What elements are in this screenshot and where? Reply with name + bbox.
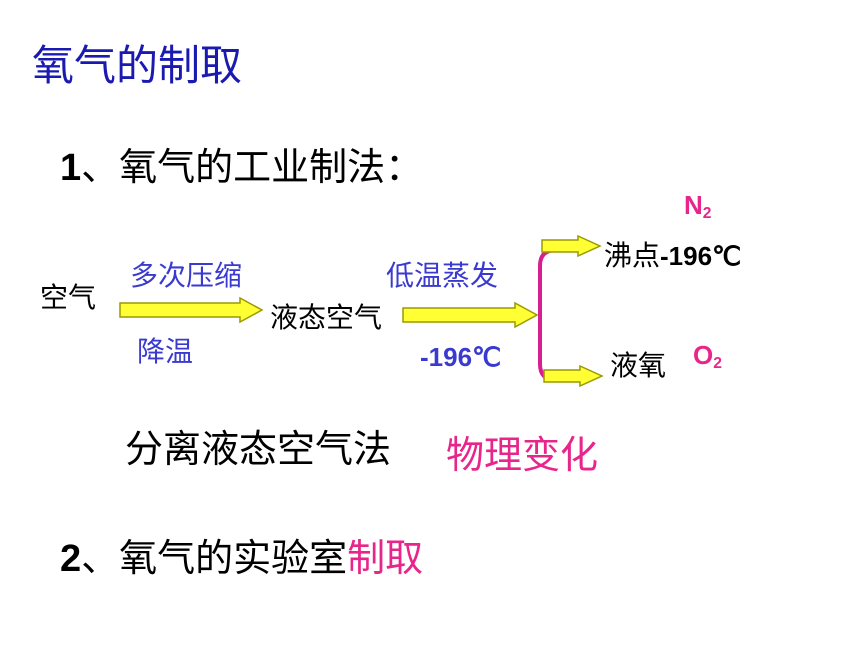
section-2-text: 、氧气的实验室 <box>81 536 348 580</box>
arrow-3 <box>541 234 602 258</box>
label-compress: 多次压缩 <box>130 259 243 292</box>
section-1-text: 、氧气的工业制法： <box>81 145 424 189</box>
method-name: 分离液态空气法 <box>125 427 392 471</box>
label-cool: 降温 <box>137 335 194 368</box>
split-bracket <box>538 248 557 382</box>
output-boiling-point: 沸点-196℃ <box>604 239 742 272</box>
section-2-number: 2 <box>60 538 82 580</box>
physical-change-tag: 物理变化 <box>446 433 599 477</box>
section-1-number: 1 <box>60 147 82 189</box>
page-title: 氧气的制取 <box>32 41 243 90</box>
label-temp: -196℃ <box>420 342 502 372</box>
formula-n2: N2 <box>684 190 712 222</box>
arrow-4 <box>543 364 604 388</box>
formula-o2: O2 <box>693 340 722 372</box>
output-liquid-oxygen: 液氧 <box>610 349 667 382</box>
section-1-heading: 1、氧气的工业制法： <box>60 136 423 191</box>
arrow-1 <box>119 296 264 324</box>
section-2-highlight: 制取 <box>347 536 424 580</box>
section-2-heading: 2、氧气的实验室制取 <box>60 527 423 582</box>
arrow-2 <box>402 301 539 329</box>
node-liquid-air: 液态空气 <box>270 301 383 334</box>
node-air: 空气 <box>40 281 97 314</box>
label-evaporate: 低温蒸发 <box>386 259 499 292</box>
